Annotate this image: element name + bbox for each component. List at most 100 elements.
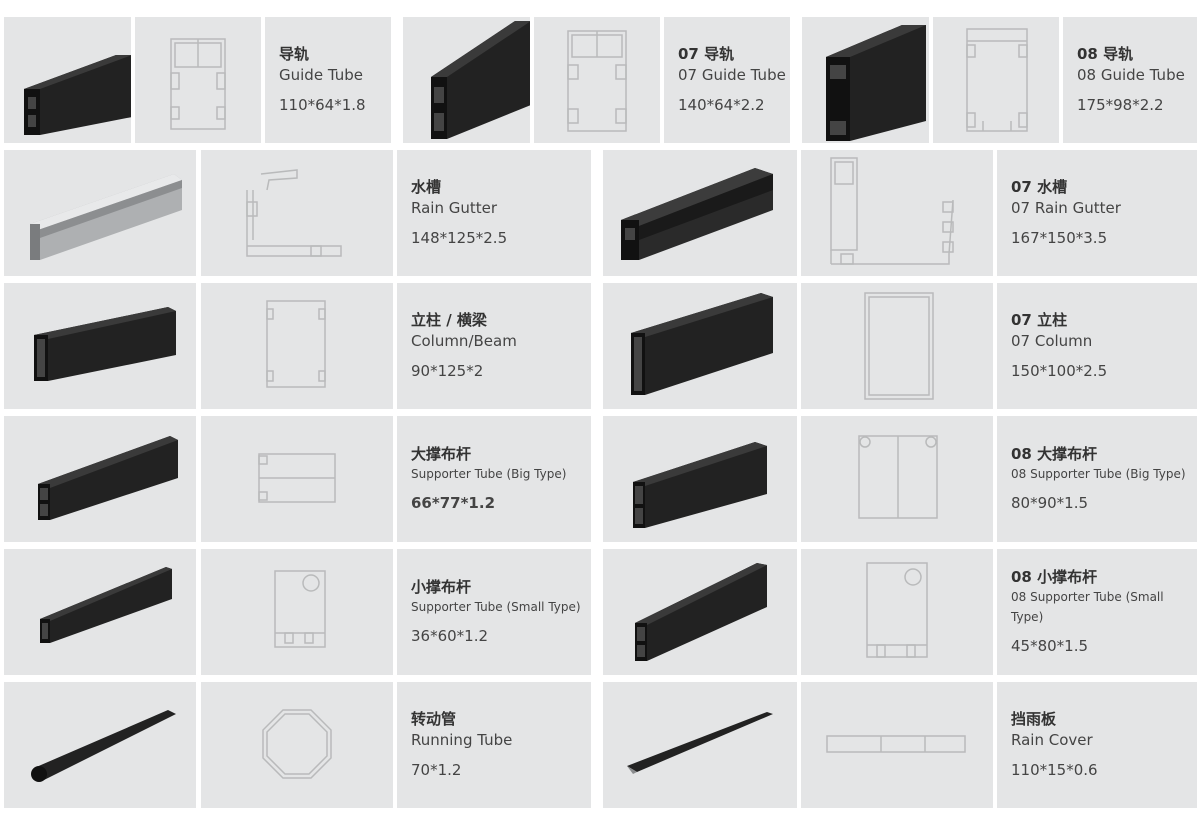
product-photo bbox=[603, 416, 797, 542]
profile-drawing bbox=[201, 416, 393, 542]
rain-cover-photo-icon bbox=[627, 712, 773, 774]
product-photo bbox=[603, 549, 797, 675]
rain-cover-profile-icon bbox=[826, 735, 966, 753]
product-dimensions: 45*80*1.5 bbox=[1011, 637, 1089, 655]
small-supporter-tube-profile-icon bbox=[274, 570, 326, 648]
profile-drawing bbox=[801, 283, 993, 409]
product-name-en: 07 Rain Gutter bbox=[1011, 199, 1121, 217]
product-dimensions: 148*125*2.5 bbox=[411, 229, 508, 247]
rain-gutter-profile-icon bbox=[246, 169, 342, 257]
big-supporter-tube-photo-icon bbox=[38, 436, 178, 520]
product-info: 小撑布杆 Supporter Tube (Small Type) 36*60*1… bbox=[397, 549, 591, 675]
08-big-supporter-tube-profile-icon bbox=[858, 435, 938, 519]
08-guide-tube-profile-icon bbox=[966, 28, 1028, 132]
product-info: 导轨 Guide Tube 110*64*1.8 bbox=[265, 17, 391, 143]
product-info: 08 小撑布杆 08 Supporter Tube (Small Type) 4… bbox=[997, 549, 1197, 675]
product-dimensions: 80*90*1.5 bbox=[1011, 494, 1089, 512]
product-info: 08 大撑布杆 08 Supporter Tube (Big Type) 80*… bbox=[997, 416, 1197, 542]
product-dimensions: 110*64*1.8 bbox=[279, 96, 366, 114]
product-info: 07 立柱 07 Column 150*100*2.5 bbox=[997, 283, 1197, 409]
product-photo bbox=[403, 17, 530, 143]
product-photo bbox=[4, 416, 196, 542]
product-photo bbox=[802, 17, 929, 143]
profile-drawing bbox=[201, 549, 393, 675]
product-name-cn: 07 导轨 bbox=[678, 45, 735, 63]
07-rain-gutter-profile-icon bbox=[830, 157, 954, 265]
08-small-supporter-tube-profile-icon bbox=[866, 562, 928, 658]
product-dimensions: 90*125*2 bbox=[411, 362, 484, 380]
07-column-photo-icon bbox=[631, 293, 773, 395]
08-small-supporter-tube-photo-icon bbox=[635, 563, 767, 661]
running-tube-profile-icon bbox=[262, 709, 332, 779]
product-info: 挡雨板 Rain Cover 110*15*0.6 bbox=[997, 682, 1197, 808]
profile-drawing bbox=[135, 17, 261, 143]
product-name-en: 07 Column bbox=[1011, 332, 1093, 350]
product-photo bbox=[4, 150, 196, 276]
product-photo bbox=[603, 682, 797, 808]
product-name-cn: 08 小撑布杆 bbox=[1011, 568, 1098, 586]
product-dimensions: 36*60*1.2 bbox=[411, 627, 489, 645]
profile-drawing bbox=[801, 682, 993, 808]
08-guide-tube-photo-icon bbox=[826, 25, 926, 141]
profile-drawing bbox=[933, 17, 1059, 143]
product-info: 立柱 / 横梁 Column/Beam 90*125*2 bbox=[397, 283, 591, 409]
product-name-cn: 08 导轨 bbox=[1077, 45, 1134, 63]
product-photo bbox=[603, 283, 797, 409]
guide-tube-photo-icon bbox=[24, 55, 131, 135]
product-info: 大撑布杆 Supporter Tube (Big Type) 66*77*1.2 bbox=[397, 416, 591, 542]
rain-gutter-photo-icon bbox=[30, 174, 182, 260]
product-name-en: 08 Supporter Tube (Big Type) bbox=[1011, 467, 1186, 481]
product-name-en: Guide Tube bbox=[279, 66, 363, 84]
product-name-cn: 大撑布杆 bbox=[411, 445, 472, 463]
profile-drawing bbox=[801, 549, 993, 675]
product-dimensions: 70*1.2 bbox=[411, 761, 462, 779]
column-beam-profile-icon bbox=[266, 300, 326, 388]
profile-drawing bbox=[801, 416, 993, 542]
product-dimensions: 167*150*3.5 bbox=[1011, 229, 1108, 247]
08-big-supporter-tube-photo-icon bbox=[633, 442, 767, 528]
product-photo bbox=[4, 17, 131, 143]
product-photo bbox=[4, 283, 196, 409]
product-dimensions: 150*100*2.5 bbox=[1011, 362, 1108, 380]
product-info: 07 水槽 07 Rain Gutter 167*150*3.5 bbox=[997, 150, 1197, 276]
product-info: 08 导轨 08 Guide Tube 175*98*2.2 bbox=[1063, 17, 1197, 143]
product-name-cn: 水槽 bbox=[411, 178, 442, 196]
profile-drawing bbox=[801, 150, 993, 276]
product-name-en: Rain Cover bbox=[1011, 731, 1093, 749]
profile-drawing bbox=[534, 17, 660, 143]
product-name-cn: 导轨 bbox=[279, 45, 310, 63]
product-info: 水槽 Rain Gutter 148*125*2.5 bbox=[397, 150, 591, 276]
product-name-en: 08 Guide Tube bbox=[1077, 66, 1185, 84]
product-name-en: Running Tube bbox=[411, 731, 513, 749]
profile-drawing bbox=[201, 150, 393, 276]
product-dimensions: 175*98*2.2 bbox=[1077, 96, 1164, 114]
product-name-cn: 立柱 / 横梁 bbox=[411, 311, 487, 329]
product-dimensions: 66*77*1.2 bbox=[411, 494, 496, 512]
big-supporter-tube-profile-icon bbox=[258, 453, 336, 503]
small-supporter-tube-photo-icon bbox=[40, 567, 172, 643]
column-beam-photo-icon bbox=[34, 307, 176, 381]
product-dimensions: 110*15*0.6 bbox=[1011, 761, 1098, 779]
profile-drawing bbox=[201, 283, 393, 409]
product-info: 07 导轨 07 Guide Tube 140*64*2.2 bbox=[664, 17, 790, 143]
guide-tube-profile-icon bbox=[170, 38, 226, 130]
07-rain-gutter-photo-icon bbox=[621, 168, 773, 260]
product-name-cn: 07 水槽 bbox=[1011, 178, 1068, 196]
product-photo bbox=[4, 682, 196, 808]
07-guide-tube-profile-icon bbox=[567, 30, 627, 132]
product-dimensions: 140*64*2.2 bbox=[678, 96, 765, 114]
product-name-en: Rain Gutter bbox=[411, 199, 498, 217]
running-tube-photo-icon bbox=[31, 710, 176, 782]
product-name-en: Supporter Tube (Small Type) bbox=[411, 600, 581, 614]
product-name-en: 08 Supporter Tube (Small Type) bbox=[1011, 590, 1164, 624]
product-photo bbox=[4, 549, 196, 675]
product-name-en: 07 Guide Tube bbox=[678, 66, 786, 84]
product-name-cn: 挡雨板 bbox=[1011, 710, 1057, 728]
07-guide-tube-photo-icon bbox=[431, 21, 530, 139]
product-info: 转动管 Running Tube 70*1.2 bbox=[397, 682, 591, 808]
product-name-cn: 转动管 bbox=[411, 710, 457, 728]
product-name-cn: 08 大撑布杆 bbox=[1011, 445, 1098, 463]
product-name-en: Supporter Tube (Big Type) bbox=[411, 467, 567, 481]
07-column-profile-icon bbox=[864, 292, 934, 400]
product-name-cn: 小撑布杆 bbox=[411, 578, 472, 596]
